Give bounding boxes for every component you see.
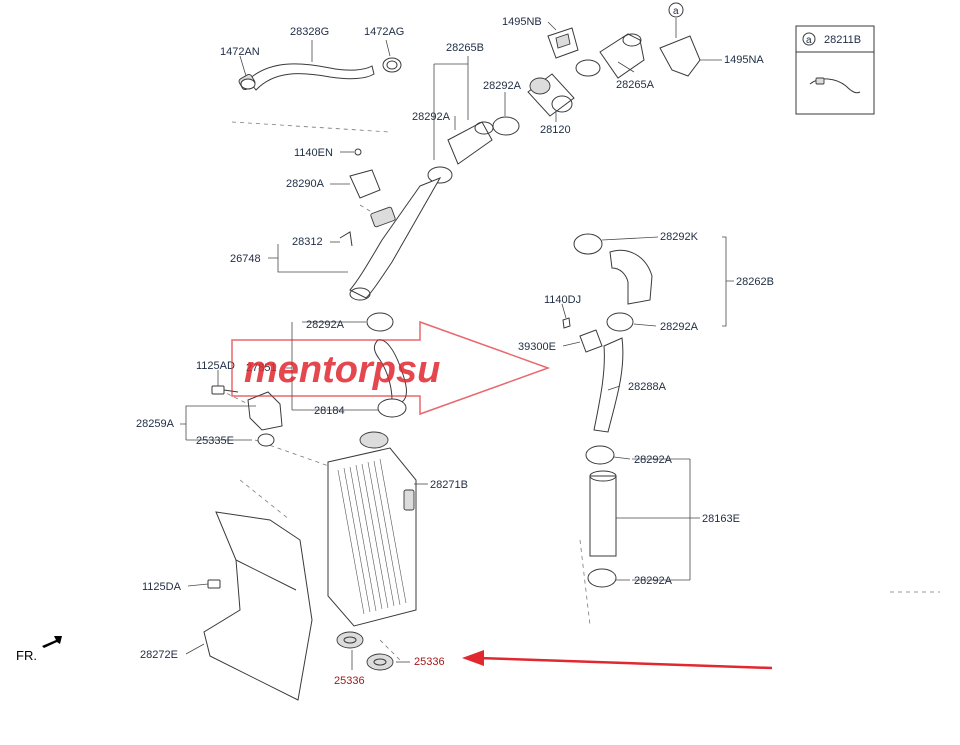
highlight-arrow [462,650,773,670]
label-26748[interactable]: 26748 [230,253,261,265]
ref-marker-a-text: a [673,6,679,17]
label-1495NA[interactable]: 1495NA [724,54,764,66]
label-39300E[interactable]: 39300E [518,341,556,353]
label-28292A-r1[interactable]: 28292A [660,321,699,333]
hose-28265A [599,33,645,79]
front-arrow-icon [42,636,62,648]
sensor-39300E [579,329,603,353]
bracket-1495NA [659,35,701,77]
label-25335E[interactable]: 25335E [196,435,234,447]
label-28292A-top[interactable]: 28292A [483,80,522,92]
bolt-1125DA [207,579,221,589]
intercooler-28271B [327,431,417,627]
hose-28163E [589,470,617,557]
label-25336-a[interactable]: 25336 [334,675,365,687]
inset-28211B: a 28211B [795,25,875,115]
clamp-28292A-mid [366,312,394,332]
grommet-25335E [257,433,275,447]
label-28265A[interactable]: 28265A [616,79,655,91]
hose-28262B [609,249,653,305]
label-28288A[interactable]: 28288A [628,381,667,393]
label-28292A-left[interactable]: 28292A [412,111,451,123]
watermark-text: mentorpsu [244,349,440,391]
front-direction-indicator: FR. [16,636,62,663]
label-1495NB[interactable]: 1495NB [502,16,542,28]
label-1472AN[interactable]: 1472AN [220,46,260,58]
leader-lines [180,18,734,670]
label-28262B[interactable]: 28262B [736,276,774,288]
clamp-28292A-r1 [606,312,634,332]
label-28271B[interactable]: 28271B [430,479,468,491]
clamp-1472AN [240,78,256,90]
label-27851[interactable]: 27851 [246,362,277,374]
clamp-28184 [377,398,407,418]
label-28292A-r2[interactable]: 28292A [634,454,673,466]
bracket-28259A [247,391,283,431]
bolt-1140DJ [562,317,571,329]
resonator-28120 [527,73,575,117]
clamp-28292A-r3 [587,568,617,588]
label-28120[interactable]: 28120 [540,124,571,136]
label-1125AD[interactable]: 1125AD [196,360,235,372]
sensor-28290A [349,148,381,199]
hose-upper [447,121,494,165]
label-28292A-r3[interactable]: 28292A [634,575,673,587]
clamp-28292A-top [492,116,520,136]
front-direction-label: FR. [16,648,37,663]
watermark: mentorpsu [231,320,551,416]
label-28328G[interactable]: 28328G [290,26,329,38]
label-1140DJ[interactable]: 1140DJ [544,294,581,306]
bolt-1125AD [211,385,239,395]
label-28292A-mid[interactable]: 28292A [306,319,345,331]
label-28272E[interactable]: 28272E [140,649,178,661]
label-28163E[interactable]: 28163E [702,513,740,525]
label-1472AG[interactable]: 1472AG [364,26,404,38]
clamp-28292K [573,233,603,255]
pipe-28288A [593,337,624,433]
hose-28328G [238,63,375,91]
label-28290A[interactable]: 28290A [286,178,325,190]
part-labels: 28328G 1472AG 1472AN 1495NB 28265B 28292… [136,16,774,687]
bracket-28312 [339,231,353,247]
label-28184[interactable]: 28184 [314,405,345,417]
label-28211B[interactable]: 28211B [824,34,861,46]
grommet-25336-b [366,653,394,671]
inset-marker-a-text: a [806,35,812,46]
intercooler-fins [337,458,407,615]
pipe-26748 [349,177,442,301]
clamp-28292A-r2 [585,445,615,465]
clamp-28292A-left [427,166,453,184]
label-1125DA[interactable]: 1125DA [142,581,182,593]
label-28259A[interactable]: 28259A [136,418,175,430]
label-25336-b[interactable]: 25336 [414,656,445,668]
clamp-1472AG [382,57,402,73]
label-28265B[interactable]: 28265B [446,42,484,54]
bracket-1495NB [547,27,579,59]
ref-marker-a: a [668,2,684,18]
clamp-28265A-a [575,59,601,77]
cable-tie-icon [809,77,861,94]
label-1140EN[interactable]: 1140EN [294,147,333,159]
air-guide-28272E [203,511,313,701]
grommet-25336-a [336,631,364,649]
label-28292K[interactable]: 28292K [660,231,699,243]
label-28312[interactable]: 28312 [292,236,323,248]
